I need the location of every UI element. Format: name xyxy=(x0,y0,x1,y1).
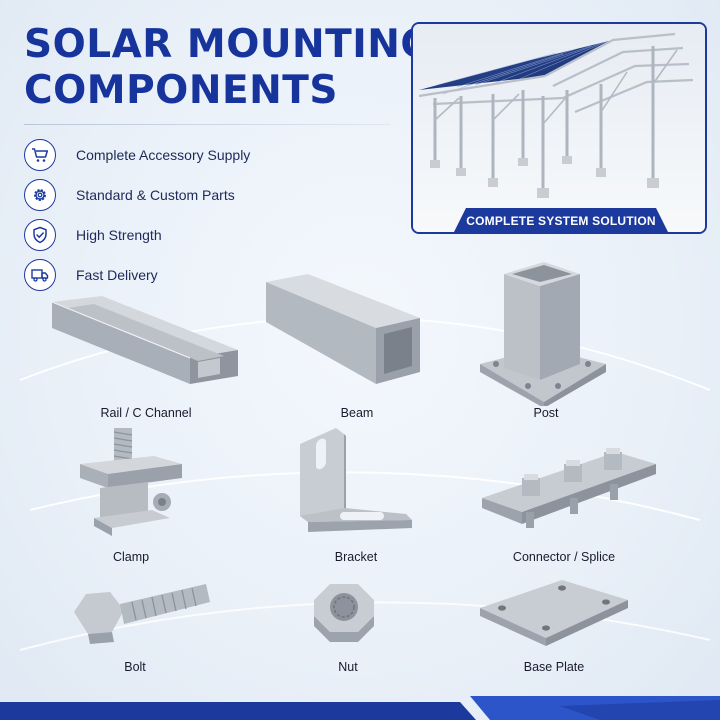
gear-icon xyxy=(24,179,56,211)
solar-structure-illustration xyxy=(413,24,705,232)
feature-label: Standard & Custom Parts xyxy=(76,187,235,203)
component-beam: Beam xyxy=(262,268,424,420)
hex-bolt-image xyxy=(74,584,210,644)
title-line-2: COMPONENTS xyxy=(24,68,338,113)
component-nut: Nut xyxy=(308,580,380,674)
square-beam-image xyxy=(266,274,420,384)
component-label: Base Plate xyxy=(523,660,585,674)
feature-item: Complete Accessory Supply xyxy=(24,135,250,175)
component-label: Post xyxy=(533,406,559,420)
component-bolt: Bolt xyxy=(72,582,212,674)
hero-image: COMPLETE SYSTEM SOLUTION xyxy=(411,22,707,234)
page-title: SOLAR MOUNTING COMPONENTS xyxy=(24,22,433,114)
angle-bracket-image xyxy=(300,428,412,532)
component-clamp: Clamp xyxy=(78,426,186,564)
bolt-heads xyxy=(522,448,622,496)
feature-item: High Strength xyxy=(24,215,250,255)
footer-band xyxy=(0,696,720,720)
truck-icon xyxy=(24,259,56,291)
splice-plate-image xyxy=(482,448,656,528)
component-base-plate: Base Plate xyxy=(478,578,630,674)
component-label: Beam xyxy=(340,406,374,420)
title-line-1: SOLAR MOUNTING xyxy=(24,22,433,67)
component-bracket: Bracket xyxy=(296,426,414,564)
cart-icon xyxy=(24,139,56,171)
clamp-image xyxy=(80,428,182,536)
component-label: Rail / C Channel xyxy=(100,406,192,420)
component-label: Bracket xyxy=(334,550,378,564)
shield-check-icon xyxy=(24,219,56,251)
component-label: Bolt xyxy=(124,660,146,674)
feature-item: Standard & Custom Parts xyxy=(24,175,250,215)
component-post: Post xyxy=(476,256,610,420)
component-label: Connector / Splice xyxy=(512,550,616,564)
component-rail: Rail / C Channel xyxy=(48,288,244,420)
feature-label: Fast Delivery xyxy=(76,267,158,283)
rail-channel-image xyxy=(51,296,238,384)
hex-nut-image xyxy=(314,584,374,642)
title-divider xyxy=(24,124,390,125)
component-connector: Connector / Splice xyxy=(480,446,658,564)
feature-label: High Strength xyxy=(76,227,162,243)
component-label: Clamp xyxy=(112,550,150,564)
hero-badge: COMPLETE SYSTEM SOLUTION xyxy=(453,208,669,232)
feature-list: Complete Accessory Supply Standard & Cus… xyxy=(24,135,250,295)
feature-label: Complete Accessory Supply xyxy=(76,147,251,163)
feature-item: Fast Delivery xyxy=(24,255,250,295)
post-with-baseplate-image xyxy=(480,262,606,406)
component-label: Nut xyxy=(338,660,358,674)
base-plate-image xyxy=(480,580,628,646)
